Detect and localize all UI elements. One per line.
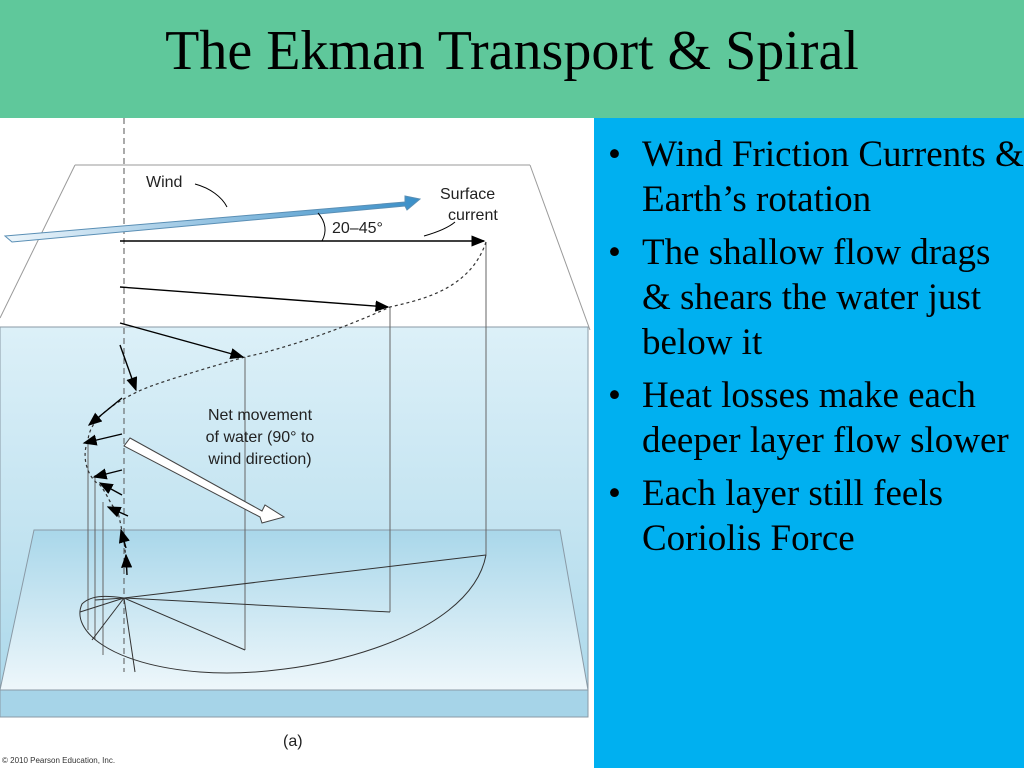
copyright-text: © 2010 Pearson Education, Inc. [2,756,115,765]
net-movement-label-3: wind direction) [207,451,311,468]
slide-title: The Ekman Transport & Spiral [165,20,859,82]
title-bar: The Ekman Transport & Spiral [0,0,1024,118]
bullet-text: The shallow flow drags & shears the wate… [642,232,991,363]
bullet-dot: • [608,375,621,416]
spiral-curve [84,241,487,561]
panel-label: (a) [283,733,303,750]
surface-current-label: Surface [440,186,495,203]
ekman-diagram: Wind Surface current 20–45° Net movement… [0,118,594,768]
wind-arrow [3,195,422,243]
water-base [0,689,589,718]
net-movement-label-2: of water (90° to [206,429,315,446]
bullet-dot: • [608,473,621,514]
net-movement-arrow [123,437,286,524]
ekman-spiral-svg: Wind Surface current 20–45° Net movement… [0,118,591,765]
bullet-item: • The shallow flow drags & shears the wat… [594,230,1024,365]
bullet-dot: • [608,232,621,273]
bullet-item: • Wind Friction Currents & Earth’s rotati… [594,132,1024,222]
bullet-panel: • Wind Friction Currents & Earth’s rotati… [594,118,1024,768]
bullet-list: • Wind Friction Currents & Earth’s rotati… [594,132,1024,569]
bullet-dot: • [608,134,621,175]
leader-lines [194,183,456,237]
bullet-item: • Each layer still feels Coriolis Force [594,471,1024,561]
spiral-projection [79,554,487,674]
angle-label: 20–45° [332,220,383,237]
bullet-text: Each layer still feels Coriolis Force [642,473,944,559]
surface-current-label-2: current [448,207,498,224]
wind-label: Wind [146,174,182,191]
bullet-item: • Heat losses make each deeper layer flow… [594,373,1024,463]
bullet-text: Wind Friction Currents & Earth’s rotatio… [642,134,1024,220]
bullet-text: Heat losses make each deeper layer flow … [642,375,1009,461]
current-arrows [82,235,486,576]
angle-arc [317,212,326,242]
net-movement-label-1: Net movement [208,407,313,424]
air-box [0,164,591,331]
